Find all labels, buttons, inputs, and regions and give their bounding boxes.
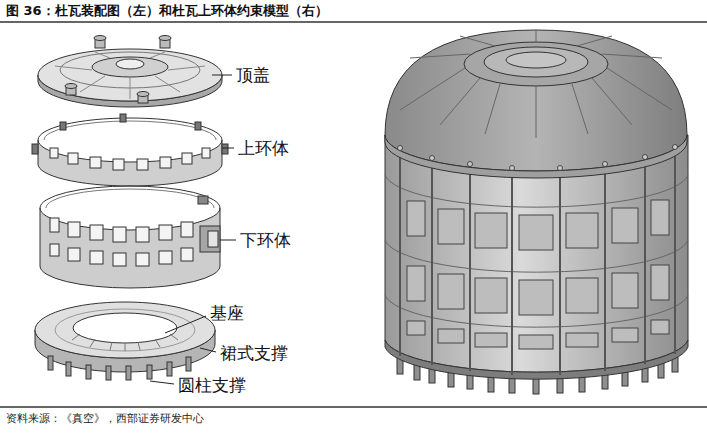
exploded-view xyxy=(32,36,236,385)
constraint-model xyxy=(385,30,688,394)
source-caption: 资料来源：《真空》，西部证券研发中心 xyxy=(6,412,204,426)
part-label: 上环体 xyxy=(238,138,289,158)
rule-line xyxy=(0,21,707,23)
part-label: 顶盖 xyxy=(236,65,270,85)
part-label: 裙式支撑 xyxy=(220,343,288,363)
part-label: 圆柱支撑 xyxy=(178,375,246,395)
part-label: 基座 xyxy=(210,303,244,323)
rule-line xyxy=(0,406,707,408)
part-label: 下环体 xyxy=(240,230,291,250)
figure-title: 图 36：杜瓦装配图（左）和杜瓦上环体约束模型（右） xyxy=(6,3,328,19)
